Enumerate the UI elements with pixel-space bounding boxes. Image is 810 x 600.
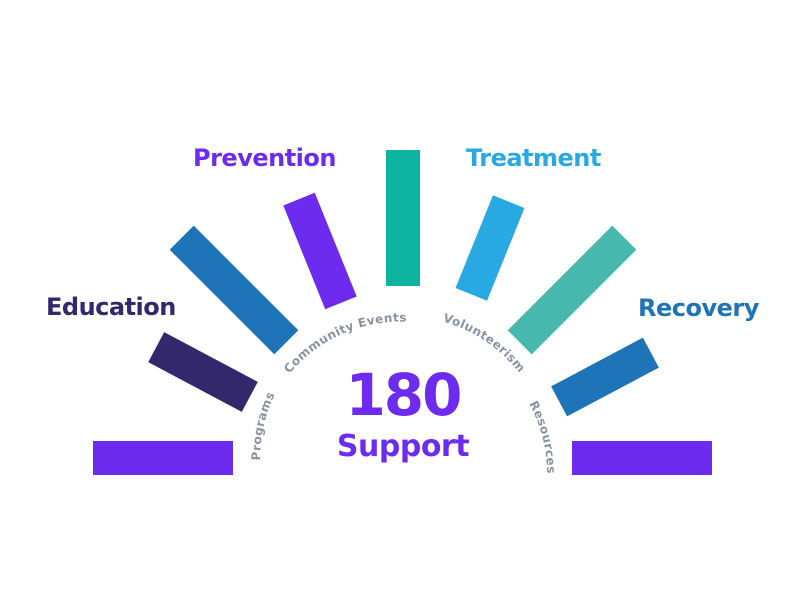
center-number: 180 [345,361,460,429]
ray-group [93,150,712,475]
ray-6 [455,195,525,301]
ray-9 [572,441,712,475]
ray-1 [93,441,233,475]
ray-5 [386,150,420,286]
ray-4 [283,192,357,310]
center-word: Support [337,429,469,464]
ray-7 [507,225,637,355]
category-prevention: Prevention [193,144,336,172]
ray-2 [148,332,258,412]
category-education: Education [46,293,176,321]
category-treatment: Treatment [466,144,601,172]
ray-8 [551,337,659,417]
arc-label-programs: Programs [249,389,278,460]
arc-label-resources: Resources [526,399,558,474]
ray-3 [169,225,299,355]
category-recovery: Recovery [638,294,760,322]
